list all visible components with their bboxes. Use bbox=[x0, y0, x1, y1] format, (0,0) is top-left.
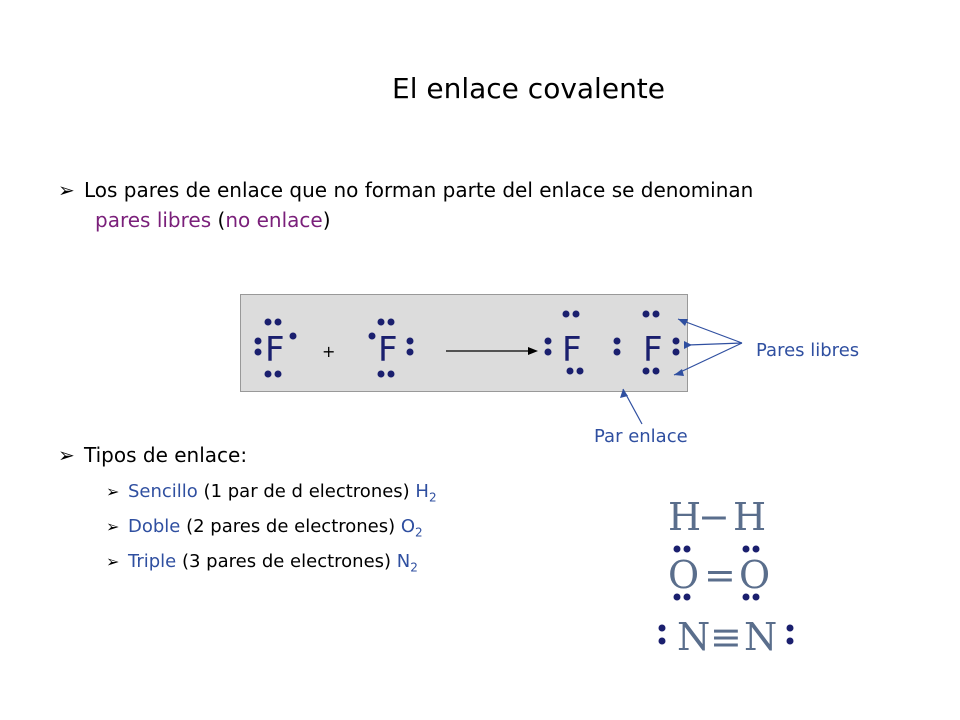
lone-pairs-term: pares libres bbox=[95, 208, 212, 232]
sub-bullet-arrow-icon: ➢ bbox=[106, 482, 120, 501]
o2-right-atom: O bbox=[739, 553, 770, 597]
list-item-triple: ➢Triple (3 pares de electrones) N2 bbox=[106, 551, 418, 575]
sub-bullet-arrow-icon: ➢ bbox=[106, 517, 120, 536]
h2-right-atom: H bbox=[733, 495, 766, 539]
n2-right-atom: N bbox=[744, 615, 777, 659]
sub-bullet-arrow-icon: ➢ bbox=[106, 552, 120, 571]
n2-bond: ≡ bbox=[710, 615, 742, 659]
h2-left-atom: H bbox=[668, 495, 701, 539]
o2-bond: = bbox=[704, 553, 736, 597]
bullet-lone-pairs: ➢ Los pares de enlace que no forman parte… bbox=[58, 175, 918, 235]
o2-left-atom: O bbox=[668, 553, 699, 597]
fluorine-atom-4: F bbox=[643, 330, 663, 370]
list-item-double: ➢Doble (2 pares de electrones) O2 bbox=[106, 516, 423, 540]
bullet-arrow-icon: ➢ bbox=[58, 443, 75, 467]
slide-title: El enlace covalente bbox=[392, 72, 666, 105]
fluorine-atom-1: F bbox=[265, 330, 285, 370]
reaction-arrow-icon bbox=[528, 347, 538, 355]
lewis-diagram-panel bbox=[240, 294, 688, 392]
fluorine-atom-2: F bbox=[378, 330, 398, 370]
bullet-arrow-icon: ➢ bbox=[58, 178, 75, 202]
plus-sign: + bbox=[322, 342, 335, 361]
lewis-dots bbox=[254, 310, 680, 378]
structure-dots bbox=[658, 545, 794, 645]
lone-pairs-label: Pares libres bbox=[756, 340, 860, 361]
h2-bond: − bbox=[698, 495, 730, 539]
bond-types-heading: Tipos de enlace: bbox=[84, 443, 248, 467]
bond-pair-label: Par enlace bbox=[594, 426, 688, 447]
no-bond-term: no enlace bbox=[225, 208, 323, 232]
bullet1-text: Los pares de enlace que no forman parte … bbox=[84, 178, 754, 202]
n2-left-atom: N bbox=[677, 615, 710, 659]
fluorine-atom-3: F bbox=[562, 330, 582, 370]
bullet-bond-types: ➢ Tipos de enlace: bbox=[58, 440, 247, 470]
list-item-single: ➢Sencillo (1 par de d electrones) H2 bbox=[106, 481, 437, 505]
